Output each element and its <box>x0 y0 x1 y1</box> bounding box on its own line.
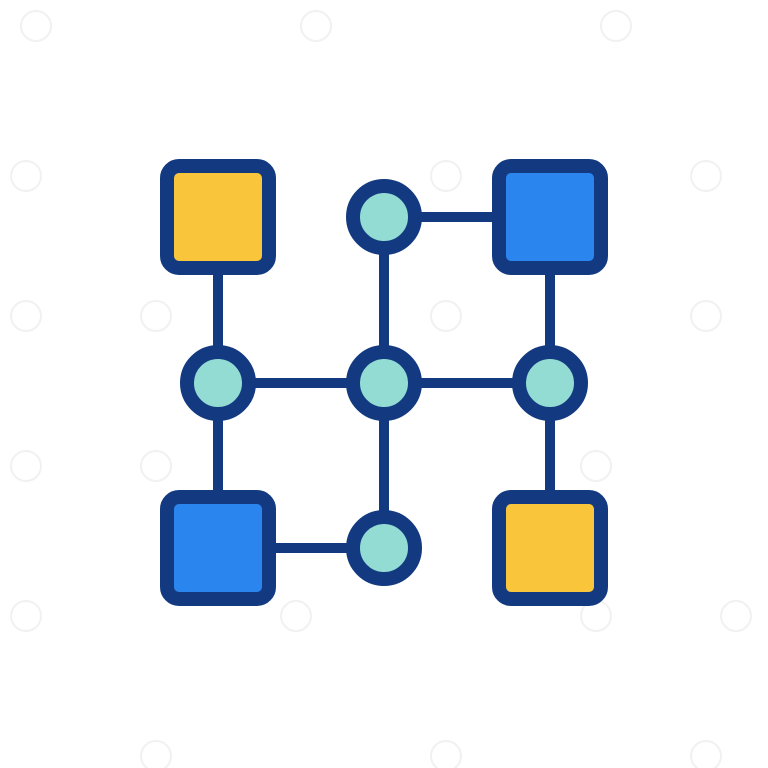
watermark-mark <box>430 160 462 192</box>
node-middle-right-circle <box>512 345 588 421</box>
watermark-mark <box>690 300 722 332</box>
node-top-left-square <box>160 159 276 275</box>
watermark-mark <box>720 600 752 632</box>
network-nodes <box>160 159 608 606</box>
node-bottom-right-square <box>492 490 608 606</box>
node-bottom-left-square <box>160 490 276 606</box>
node-top-middle-circle <box>346 179 422 255</box>
node-middle-left-circle <box>180 345 256 421</box>
watermark-mark <box>690 740 722 768</box>
watermark-mark <box>140 740 172 768</box>
watermark-mark <box>20 10 52 42</box>
watermark-mark <box>430 300 462 332</box>
watermark-mark <box>690 160 722 192</box>
watermark-mark <box>280 600 312 632</box>
watermark-mark <box>430 740 462 768</box>
watermark-mark <box>600 10 632 42</box>
watermark-mark <box>140 300 172 332</box>
watermark-mark <box>580 450 612 482</box>
watermark-mark <box>10 160 42 192</box>
watermark-mark <box>10 300 42 332</box>
watermark-mark <box>10 600 42 632</box>
watermark-mark <box>10 450 42 482</box>
node-bottom-middle-circle <box>346 510 422 586</box>
node-center-circle <box>346 345 422 421</box>
node-top-right-square <box>492 159 608 275</box>
watermark-mark <box>300 10 332 42</box>
watermark-mark <box>140 450 172 482</box>
